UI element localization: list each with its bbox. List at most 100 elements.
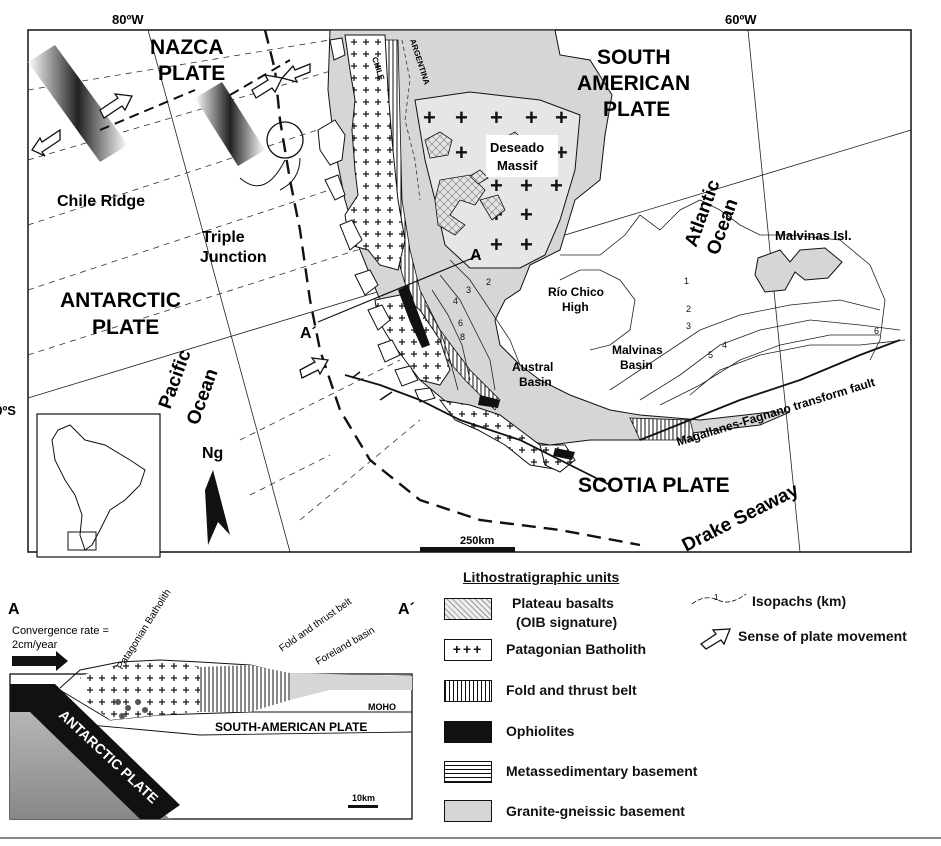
chile-ridge	[28, 45, 265, 166]
legend-basalt-l1: Plateau basalts	[512, 595, 614, 611]
legend-ophiolite: Ophiolites	[506, 723, 575, 739]
malvinas-isl-label: Malvinas Isl.	[775, 228, 852, 243]
antarctic-slab	[10, 684, 180, 819]
legend-isopachs: Isopachs (km)	[752, 593, 847, 609]
svg-text:+: +	[550, 173, 563, 198]
sa-line2: AMERICAN	[577, 72, 690, 95]
svg-text:6: 6	[458, 318, 463, 328]
svg-text:+: +	[555, 140, 568, 165]
map-section-a: A	[470, 247, 482, 264]
isopach-numbers: 1 2 3 4 5 6 8 2 3 4 6	[453, 276, 879, 360]
legend-swatch-granite	[444, 800, 492, 822]
legend-swatch-batholith: +++	[444, 639, 492, 661]
section-sa-plate-label: SOUTH-AMERICAN PLATE	[215, 720, 367, 734]
legend-meta: Metassedimentary basement	[506, 763, 698, 779]
svg-text:+: +	[490, 232, 503, 257]
svg-text:+: +	[455, 105, 468, 130]
north-arrow-icon	[205, 470, 230, 545]
section-foreland-label: Foreland basin	[314, 625, 377, 668]
svg-text:1: 1	[714, 593, 719, 602]
svg-text:+: +	[490, 173, 503, 198]
section-moho-label: MOHO	[368, 702, 396, 712]
legend-swatch-fold	[444, 680, 492, 702]
legend-title: Lithostratigraphic units	[463, 569, 620, 585]
patagonian-batholith	[344, 34, 406, 271]
svg-text:+: +	[455, 140, 468, 165]
svg-text:8: 8	[460, 332, 465, 342]
svg-text:6: 6	[874, 326, 879, 336]
convergence-arrow-icon	[12, 651, 68, 671]
svg-text:+: +	[520, 232, 533, 257]
svg-text:+: +	[423, 105, 436, 130]
nazca-line1: NAZCA	[150, 36, 224, 59]
malvinas-basin-l1: Malvinas	[612, 343, 663, 357]
section-line	[317, 254, 481, 323]
svg-text:3: 3	[686, 321, 691, 331]
austral-basin-l2: Basin	[519, 375, 552, 389]
svg-text:1: 1	[684, 276, 689, 286]
antarctic-line2: PLATE	[92, 316, 159, 339]
legend-swatch-ophiolite	[444, 721, 492, 743]
malvinas-basin-l2: Basin	[620, 358, 653, 372]
legend-swatch-basalt	[444, 598, 492, 620]
svg-text:2: 2	[686, 304, 691, 314]
lon-label-60: 60ºW	[725, 12, 757, 27]
svg-text:2: 2	[486, 277, 491, 287]
deseado-l1: Deseado	[490, 140, 544, 155]
legend-fold: Fold and thrust belt	[506, 682, 637, 698]
rio-chico-l2: High	[562, 300, 589, 314]
lat-label-50: 50ºS	[0, 403, 16, 418]
convergence-l1: Convergence rate =	[12, 625, 109, 637]
isopach-legend-icon: 1	[691, 593, 747, 605]
ophiolites	[398, 285, 575, 460]
triple-junction-l1: Triple	[202, 229, 245, 246]
plateau-basalts	[424, 131, 526, 236]
magallanes-fault	[639, 339, 901, 441]
national-border	[401, 39, 421, 201]
plate-movement-arrows	[31, 63, 330, 379]
map-section-a-prime: A´	[300, 325, 317, 342]
legend-batholith: Patagonian Batholith	[506, 641, 646, 657]
map-scale-label: 250km	[460, 535, 494, 547]
convergence-l2: 2cm/year	[12, 639, 58, 651]
main-map: +++++ ++ ++++ ++ ++	[0, 12, 912, 558]
svg-text:+: +	[490, 105, 503, 130]
section-scale-label: 10km	[352, 793, 375, 803]
trench	[263, 29, 641, 547]
lon-label-80: 80ºW	[112, 12, 144, 27]
triple-junction-circle	[266, 121, 304, 159]
antarctic-line1: ANTARCTIC	[60, 289, 181, 312]
isopach-contours	[425, 199, 906, 406]
svg-text:4: 4	[453, 296, 458, 306]
north-arrow-label: Ng	[202, 445, 223, 462]
section-label-a: A	[8, 601, 20, 618]
rio-chico-l1: Río Chico	[548, 285, 604, 299]
austral-basin-l1: Austral	[512, 360, 553, 374]
svg-text:+: +	[525, 105, 538, 130]
svg-text:+: +	[520, 202, 533, 227]
map-scale-bar	[420, 547, 515, 552]
svg-text:+: +	[520, 173, 533, 198]
legend-swatch-meta	[444, 761, 492, 783]
svg-text:3: 3	[466, 285, 471, 295]
chilean-islands	[317, 37, 436, 403]
triple-junction-l2: Junction	[200, 249, 267, 266]
nazca-line2: PLATE	[158, 62, 225, 85]
legend-basalt-l2: (OIB signature)	[516, 614, 618, 630]
plate-movement-legend-icon	[699, 628, 731, 650]
deseado-crosses: +++++ ++ ++++ ++ ++	[423, 105, 568, 257]
legend-granite: Granite-gneissic basement	[506, 803, 685, 819]
scotia-boundary	[344, 374, 611, 486]
malvinas-islands	[754, 247, 843, 293]
cross-section: A A´ Convergence rate = 2cm/year ANTARCT…	[8, 587, 415, 820]
scotia-plate: SCOTIA PLATE	[578, 474, 730, 497]
svg-text:+: +	[555, 105, 568, 130]
chile-ridge-label: Chile Ridge	[57, 193, 145, 210]
section-batholith-label: Patagonian Batholith	[115, 587, 173, 671]
transform-fault	[99, 89, 196, 131]
deseado-l2: Massif	[497, 158, 538, 173]
legend-plate-movement: Sense of plate movement	[738, 628, 907, 644]
section-label-a-prime: A´	[398, 601, 415, 618]
svg-text:5: 5	[708, 350, 713, 360]
